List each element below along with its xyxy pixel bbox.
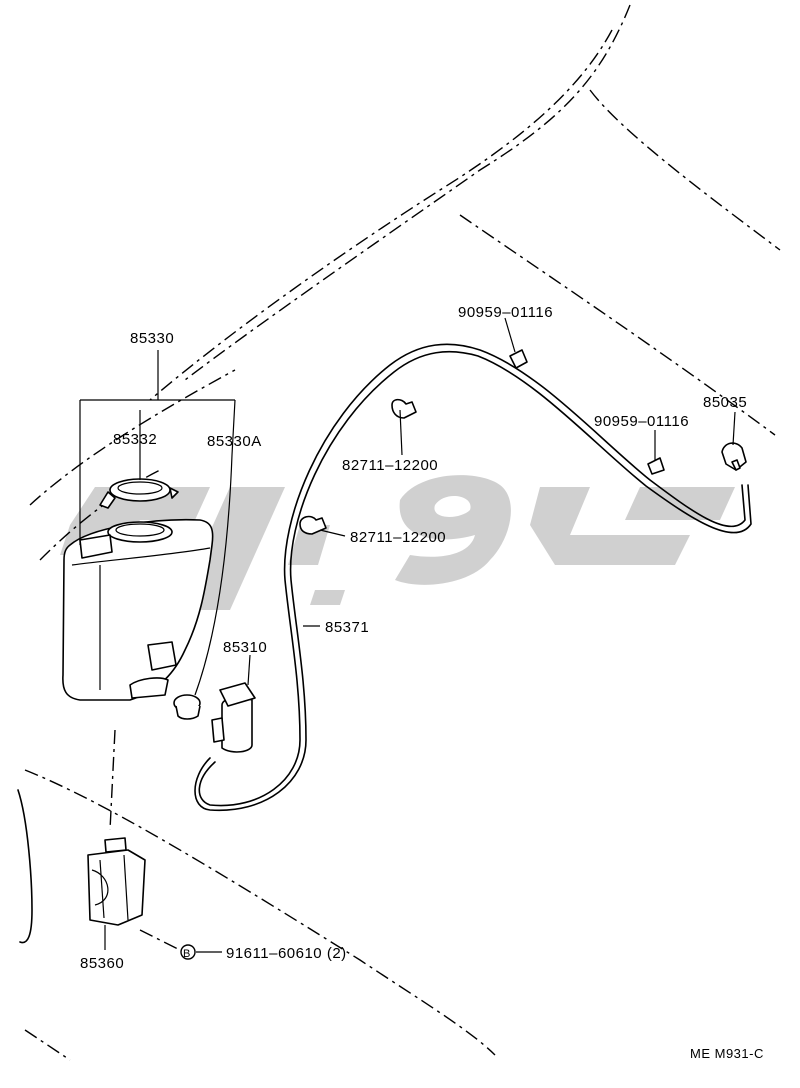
- diagram-code: ME M931-C: [690, 1046, 764, 1061]
- label-85330: 85330: [130, 330, 174, 347]
- reference-lines: [17, 4, 781, 1061]
- label-85035: 85035: [703, 394, 747, 411]
- hose-clamp-lower: [299, 515, 327, 535]
- leader-lines: [79, 317, 736, 953]
- part-labels: 85330 85332 85330A 90959–01116 82711–122…: [80, 304, 764, 1061]
- label-85332: 85332: [113, 431, 157, 448]
- label-82711-lower: 82711–12200: [350, 529, 446, 546]
- washer-nozzle: [721, 442, 747, 471]
- washer-pump: [211, 682, 256, 753]
- label-90959-lower: 90959–01116: [594, 413, 689, 430]
- bolt-marker-circle: [180, 944, 196, 960]
- washer-hose: [194, 343, 752, 812]
- hose-clip-upper: [509, 349, 528, 369]
- label-85310: 85310: [223, 639, 267, 656]
- label-85330A: 85330A: [207, 433, 262, 450]
- hose-clip-lower: [647, 457, 665, 475]
- washer-tank: [62, 518, 214, 701]
- grommet: [173, 694, 201, 720]
- label-82711-upper: 82711–12200: [342, 457, 438, 474]
- label-85360: 85360: [80, 955, 124, 972]
- tank-cap: [99, 478, 179, 509]
- bolt-marker-letter: B: [183, 948, 191, 960]
- label-85371: 85371: [325, 619, 369, 636]
- label-91611: 91611–60610 (2): [226, 945, 347, 962]
- label-90959-upper: 90959–01116: [458, 304, 553, 321]
- hose-clamp-upper: [391, 398, 417, 419]
- bracket: [87, 837, 146, 926]
